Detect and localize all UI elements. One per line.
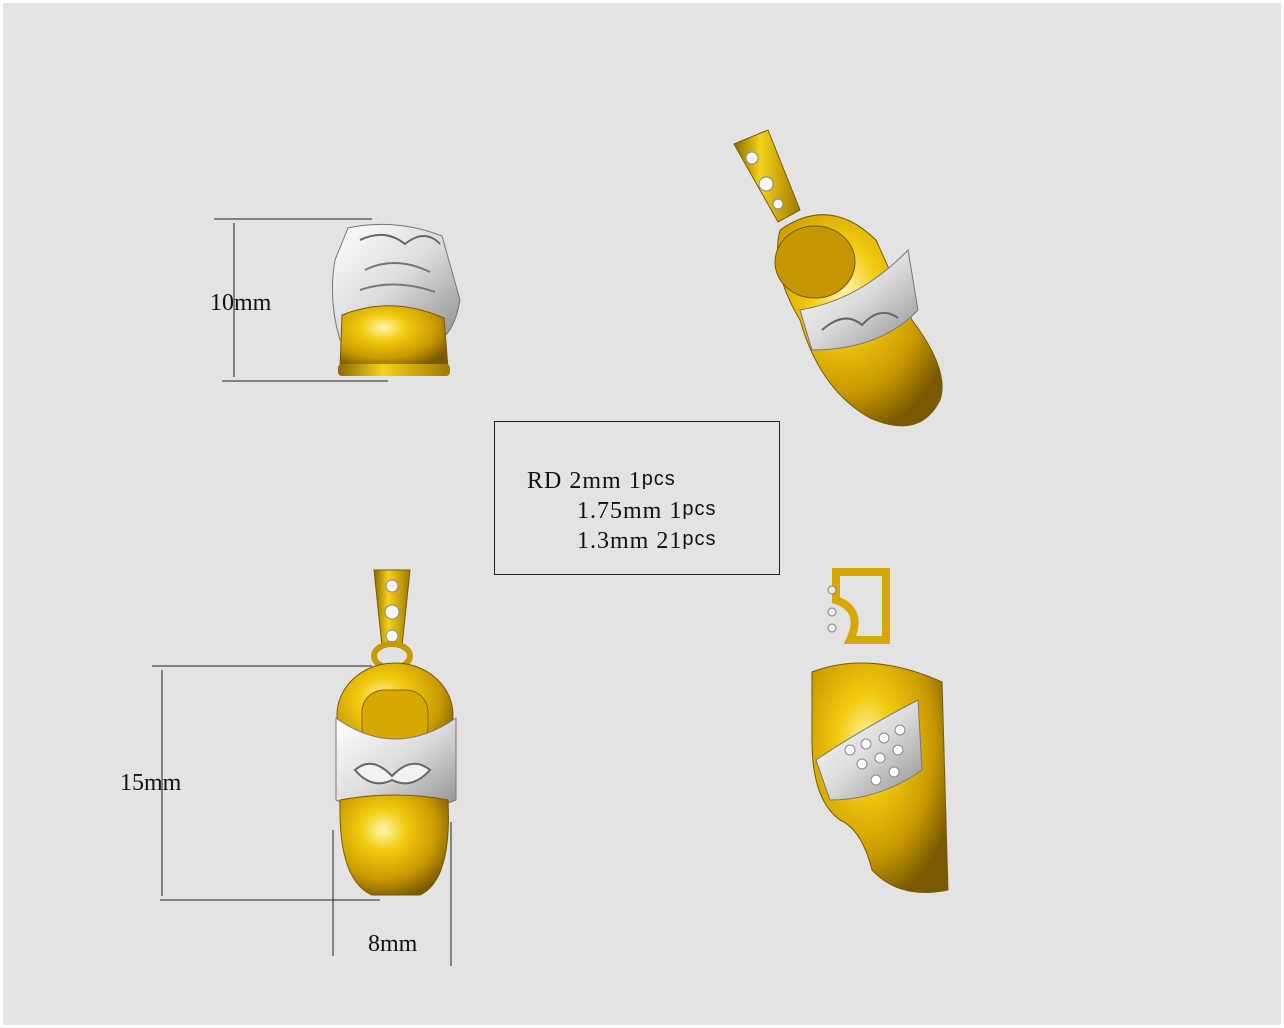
drawing-sheet xyxy=(3,3,1281,1025)
spec-unit-2: pcs xyxy=(682,498,717,520)
front-view-pendant xyxy=(152,569,457,966)
spec-unit-1: pcs xyxy=(641,468,676,490)
top-view-pendant xyxy=(214,218,461,382)
side-view-pendant xyxy=(811,568,949,893)
spec-line-2: 1.75mm 1pcs xyxy=(577,498,716,525)
dimension-label-8mm: 8mm xyxy=(368,931,418,957)
spec-line-3: 1.3mm 21pcs xyxy=(577,528,716,555)
dimension-label-15mm: 15mm xyxy=(120,770,182,796)
dimension-label-10mm: 10mm xyxy=(210,290,272,316)
spec-qty-3: 21 xyxy=(656,528,683,554)
stone-spec-box: RD 2mm 1pcs 1.75mm 1pcs 1.3mm 21pcs xyxy=(494,421,780,575)
spec-size-2: 1.75mm xyxy=(577,498,663,524)
spec-line-1: RD 2mm 1pcs xyxy=(527,468,676,495)
spec-size-1: 2mm xyxy=(569,468,622,494)
spec-unit-3: pcs xyxy=(682,528,717,550)
spec-size-3: 1.3mm xyxy=(577,528,650,554)
perspective-view-pendant xyxy=(733,129,943,427)
spec-prefix: RD xyxy=(527,468,563,494)
spec-qty-2: 1 xyxy=(669,498,683,524)
spec-qty-1: 1 xyxy=(628,468,642,494)
